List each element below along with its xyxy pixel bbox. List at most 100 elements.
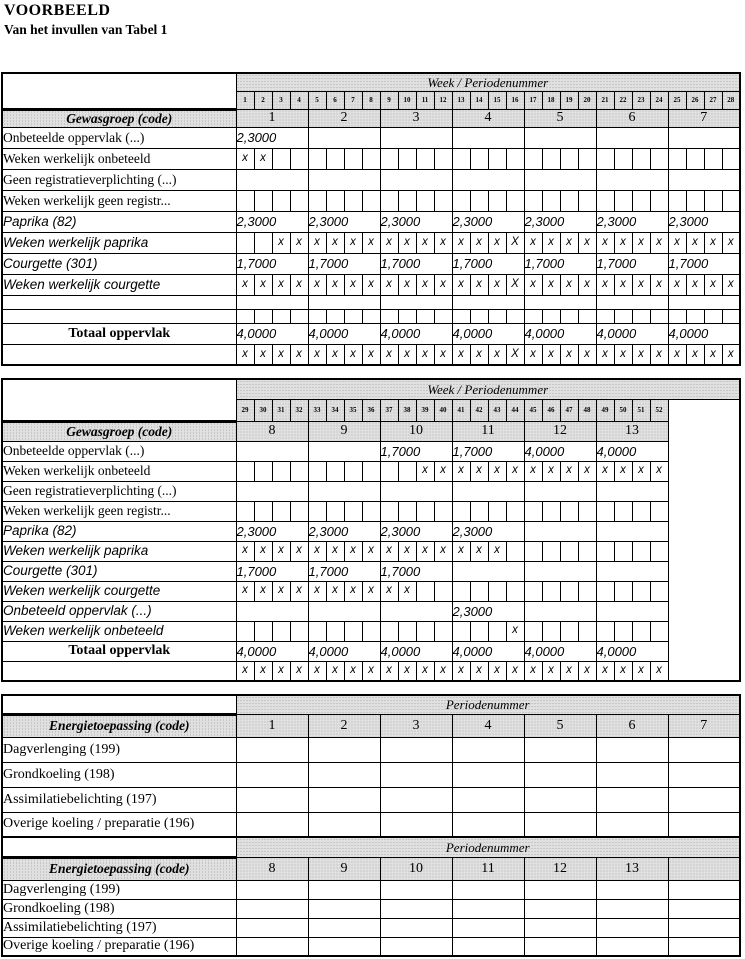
area-value-cell	[307, 600, 381, 622]
week-mark-cell: x	[649, 231, 669, 254]
week-mark-cell: x	[703, 273, 723, 296]
week-mark-cell: x	[631, 660, 651, 682]
area-value-cell: 4,0000	[595, 322, 669, 345]
week-mark-cell: x	[613, 460, 633, 482]
area-value-cell	[667, 126, 741, 149]
table-row: Weken werkelijk geen registr...	[1, 189, 741, 212]
week-mark-cell	[397, 500, 417, 522]
period-number-cell: 12	[523, 420, 597, 442]
week-mark-cell	[595, 580, 615, 602]
area-value-cell	[523, 480, 597, 502]
week-mark-cell: x	[361, 540, 381, 562]
week-mark-cell	[649, 620, 669, 642]
week-mark-cell: x	[595, 460, 615, 482]
week-mark-cell	[595, 620, 615, 642]
period-number-cell: 9	[307, 856, 381, 881]
week-mark-cell: x	[253, 540, 273, 562]
week-mark-cell: x	[343, 660, 363, 682]
week-mark-cell	[541, 540, 561, 562]
period-value-cell	[451, 879, 525, 900]
week-number-cell: 24	[649, 90, 669, 110]
area-value-cell: 4,0000	[307, 322, 381, 345]
week-mark-cell	[235, 620, 255, 642]
week-mark-cell	[685, 308, 705, 324]
week-number-cell: 31	[271, 398, 291, 422]
week-mark-cell	[253, 189, 273, 212]
week-mark-cell	[559, 540, 579, 562]
period-value-cell	[523, 898, 597, 919]
week-mark-cell	[523, 580, 543, 602]
period-value-cell	[235, 786, 309, 813]
table-row: Onbeteelde oppervlak (...)2,3000	[1, 126, 741, 149]
period-value-cell	[667, 786, 741, 813]
week-mark-cell: x	[325, 231, 345, 254]
row-label-cell: Grondkoeling (198)	[1, 761, 237, 788]
week-mark-cell	[469, 147, 489, 170]
week-mark-cell	[451, 500, 471, 522]
period-number-cell: 13	[595, 420, 669, 442]
week-mark-cell: x	[433, 231, 453, 254]
period-number-cell: 4	[451, 108, 525, 128]
week-mark-cell	[649, 580, 669, 602]
week-mark-cell	[541, 147, 561, 170]
week-mark-cell	[721, 308, 741, 324]
row-label-cell: Onbeteeld oppervlak (...)	[1, 600, 237, 622]
period-number-cell: 5	[523, 713, 597, 738]
week-mark-cell	[631, 308, 651, 324]
week-mark-cell: x	[451, 343, 471, 366]
week-mark-cell	[523, 620, 543, 642]
area-value-cell	[595, 600, 669, 622]
period-number-cell: 3	[379, 713, 453, 738]
week-mark-cell	[343, 500, 363, 522]
week-number-cell: 50	[613, 398, 633, 422]
week-mark-cell	[451, 189, 471, 212]
week-mark-cell: x	[307, 231, 327, 254]
week-mark-cell: x	[469, 231, 489, 254]
week-number-cell: 40	[433, 398, 453, 422]
week-mark-cell: x	[541, 231, 561, 254]
week-mark-cell	[613, 620, 633, 642]
row-label-cell	[1, 294, 237, 310]
week-mark-cell	[577, 540, 597, 562]
week-mark-cell	[433, 580, 453, 602]
week-mark-cell: x	[379, 580, 399, 602]
week-mark-cell: x	[505, 620, 525, 642]
area-value-cell: 1,7000	[379, 560, 453, 582]
week-mark-cell: x	[559, 660, 579, 682]
week-mark-cell	[649, 147, 669, 170]
week-mark-cell	[667, 147, 687, 170]
week-number-cell: 7	[343, 90, 363, 110]
area-value-cell: 1,7000	[235, 560, 309, 582]
week-number-cell: 26	[685, 90, 705, 110]
week-mark-cell	[487, 620, 507, 642]
week-mark-cell	[325, 189, 345, 212]
period-number-cell: 2	[307, 713, 381, 738]
week-mark-cell	[523, 540, 543, 562]
week-number-cell: 28	[721, 90, 741, 110]
area-value-cell: 2,3000	[667, 210, 741, 233]
week-mark-cell: x	[613, 660, 633, 682]
week-mark-cell: x	[541, 460, 561, 482]
week-mark-cell	[415, 189, 435, 212]
table-row: Grondkoeling (198)	[1, 761, 741, 788]
week-number-cell: 42	[469, 398, 489, 422]
area-value-cell	[379, 168, 453, 191]
week-number-cell: 23	[631, 90, 651, 110]
week-mark-cell	[523, 308, 543, 324]
week-mark-cell	[487, 580, 507, 602]
week-mark-cell: X	[505, 273, 525, 296]
period-number-cell: 1	[235, 713, 309, 738]
area-value-cell	[595, 126, 669, 149]
week-mark-cell: x	[631, 343, 651, 366]
week-mark-cell: x	[433, 540, 453, 562]
area-value-cell	[307, 168, 381, 191]
week-number-cell: 25	[667, 90, 687, 110]
area-value-cell: 2,3000	[379, 520, 453, 542]
row-label-cell: Courgette (301)	[1, 560, 237, 582]
week-mark-cell	[271, 460, 291, 482]
week-mark-cell	[631, 500, 651, 522]
